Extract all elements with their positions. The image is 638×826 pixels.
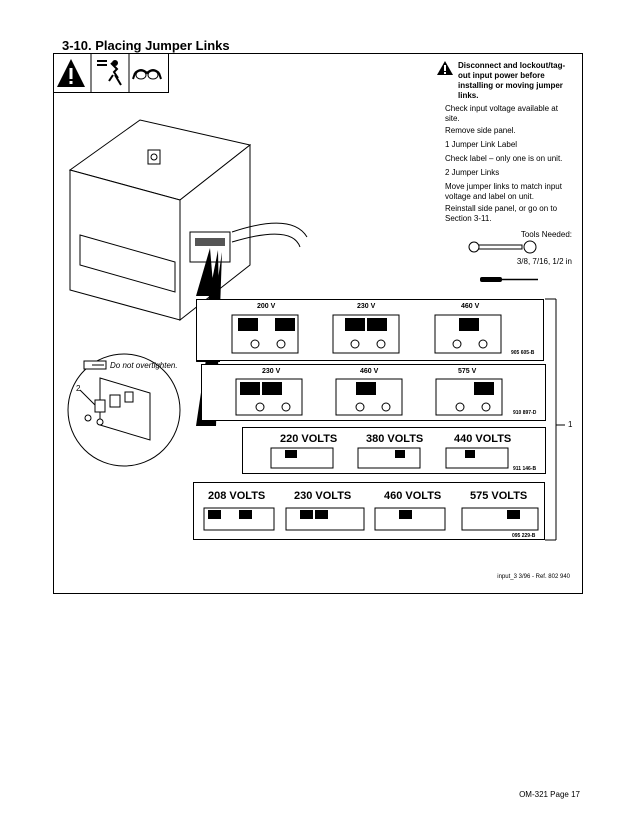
voltage-label: 208 VOLTS (208, 490, 266, 502)
instruction-5: 2 Jumper Links (445, 168, 500, 177)
do-not-overtighten-note: Do not overtighten. (110, 361, 178, 370)
section-title: 3-10. Placing Jumper Links (62, 38, 230, 53)
page-footer: OM-321 Page 17 (519, 790, 580, 799)
jumper-label-d: 208 VOLTS 230 VOLTS 460 VOLTS 575 VOLTS … (193, 482, 545, 540)
voltage-label: 230 V (262, 368, 281, 375)
tools-title: Tools Needed: (520, 230, 572, 239)
label-code: 095 229-B (512, 533, 536, 539)
jumper-label-c: 220 VOLTS 380 VOLTS 440 VOLTS 911 146-B (242, 427, 546, 474)
voltage-label: 460 VOLTS (384, 490, 442, 502)
label-code: 910 897-D (513, 410, 537, 416)
jumper-detail (67, 353, 181, 467)
voltage-label: 380 VOLTS (366, 433, 424, 445)
callout-1: 1 (568, 420, 573, 429)
warning-icon (437, 61, 453, 75)
jumper-label-a: 200 V 230 V 460 V 905 605-B (196, 299, 544, 361)
reference-code: input_3 3/96 - Ref. 802 940 (497, 574, 570, 580)
voltage-label: 220 VOLTS (280, 433, 338, 445)
instruction-3: 1 Jumper Link Label (445, 140, 518, 149)
terminal-board-diagram (270, 447, 509, 469)
instruction-1: Check input voltage available at site. (445, 104, 558, 123)
screwdriver-icon (480, 277, 538, 282)
hazard-icons (57, 53, 162, 93)
voltage-label: 460 V (461, 303, 480, 310)
tools-sizes: 3/8, 7/16, 1/2 in (516, 257, 572, 266)
voltage-label: 460 V (360, 368, 379, 375)
pointing-hand-icon (83, 360, 107, 370)
hazard-symbols (53, 53, 169, 93)
figure-frame (53, 53, 583, 594)
instruction-7: Reinstall side panel, or go on to Sectio… (445, 204, 558, 223)
voltage-label: 230 V (357, 303, 376, 310)
instruction-2: Remove side panel. (445, 126, 516, 135)
callout-2: 2 (76, 384, 81, 393)
instruction-6: Move jumper links to match input voltage… (445, 182, 562, 201)
voltage-label: 200 V (257, 303, 276, 310)
voltage-label: 575 VOLTS (470, 490, 528, 502)
jumper-label-b: 230 V 460 V 575 V 910 897-D (201, 364, 546, 421)
voltage-label: 230 VOLTS (294, 490, 352, 502)
wrench-icon (468, 240, 537, 254)
label-code: 911 146-B (513, 466, 537, 472)
voltage-label: 575 V (458, 368, 477, 375)
instruction-4: Check label – only one is on unit. (445, 154, 563, 163)
warning-text: Disconnect and lockout/tag-out input pow… (458, 61, 566, 100)
terminal-board-diagram (235, 378, 503, 416)
label-code: 905 605-B (511, 350, 535, 356)
terminal-board-diagram (231, 314, 502, 354)
terminal-board-diagram (203, 507, 539, 531)
voltage-label: 440 VOLTS (454, 433, 512, 445)
